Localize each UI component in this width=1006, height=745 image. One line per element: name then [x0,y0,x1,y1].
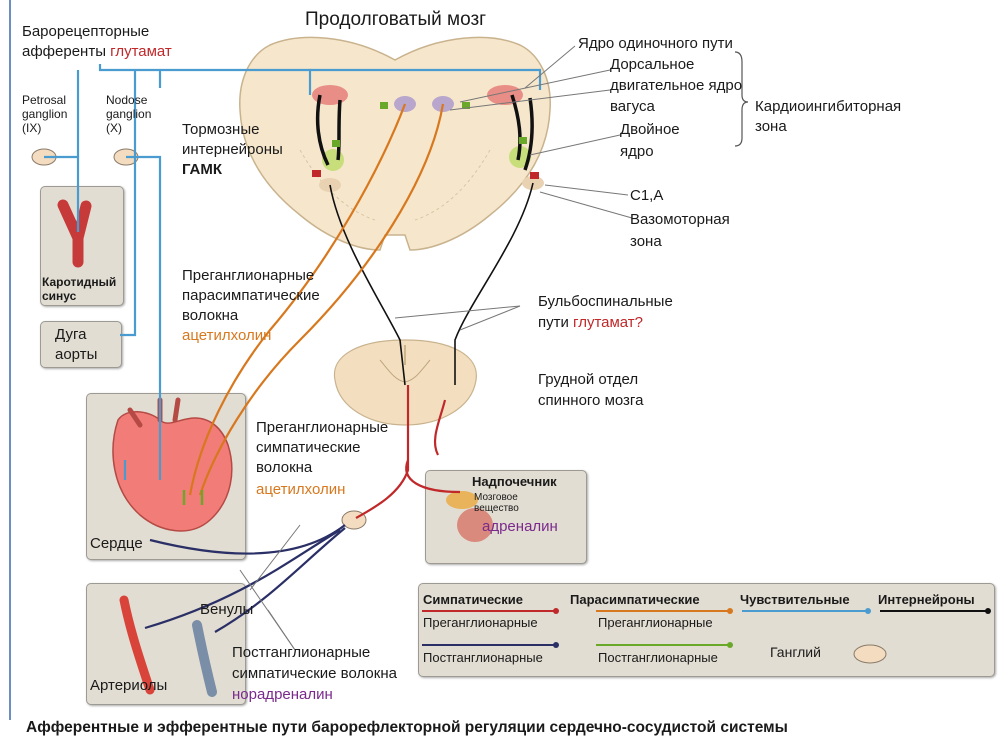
legend-interneurons: Интернейроны [878,592,975,607]
preg-symp-label-1: Преганглионарные [256,418,388,437]
nodose-label-2: ganglion [106,107,151,121]
dmv-label-3: вагуса [610,97,655,116]
glutamate-q-label: глутамат? [573,314,643,331]
ambiguus-label-2: ядро [620,142,654,161]
cardioinhib-label-2: зона [755,117,787,136]
preg-para-label-1: Преганглионарные [182,266,314,285]
nodose-label-3: (X) [106,121,122,135]
inhib-interneurons-label-1: Тормозные [182,120,259,139]
baroreceptor-afferents-label: Барорецепторные [22,22,149,41]
legend-ganglion: Ганглий [770,644,821,660]
postg-label-2: симпатические волокна [232,664,397,683]
ambiguus-label-1: Двойное [620,120,680,139]
legend-sympathetic: Симпатические [423,592,523,607]
afferents-label: афференты глутамат [22,42,172,61]
dmv-label-1: Дорсальное [610,55,694,74]
venules-label: Венулы [200,600,253,619]
preg-symp-label-3: волокна [256,458,312,477]
diagram-title: Продолговатый мозг [305,10,486,29]
petrosal-label-3: (IX) [22,121,41,135]
cardioinhib-label-1: Кардиоингибиторная [755,97,901,116]
afferents-text: афференты [22,43,106,60]
legend-parasympathetic: Парасимпатические [570,592,700,607]
adrenaline-label: адреналин [482,517,558,536]
gaba-label: ГАМК [182,160,222,179]
preg-para-label-3: волокна [182,306,238,325]
c1a-label: C1,A [630,186,663,205]
postg-label-1: Постганглионарные [232,643,370,662]
bulbospinal-paths-text: пути [538,314,569,331]
vasomotor-label-2: зона [630,232,662,251]
carotid-label-2: синус [42,289,76,303]
petrosal-label-2: ganglion [22,107,67,121]
carotid-illustration [63,205,86,262]
arterioles-label: Артериолы [90,676,167,695]
vasomotor-label-1: Вазомоторная [630,210,730,229]
inhib-interneurons-label-2: интернейроны [182,140,283,159]
dmv-label-2: двигательное ядро [610,76,742,95]
petrosal-label-1: Petrosal [22,93,66,107]
medulla-label-2: вещество [474,503,519,514]
carotid-label-1: Каротидный [42,275,116,289]
legend-sensory: Чувствительные [740,592,850,607]
legend-preg-para: Преганглионарные [598,615,713,630]
ach-label-2: ацетилхолин [256,480,345,499]
aortic-arch-label-2: аорты [55,345,97,364]
medulla-label-1: Мозговое [474,492,518,503]
legend-preg-symp: Преганглионарные [423,615,538,630]
preg-para-label-2: парасимпатические [182,286,320,305]
nts-label: Ядро одиночного пути [578,34,733,53]
adrenal-label: Надпочечник [472,475,557,489]
legend-post-symp: Постганглионарные [423,650,543,665]
figure-caption: Афферентные и эфферентные пути барорефле… [26,718,788,737]
nodose-label-1: Nodose [106,93,147,107]
ach-label-1: ацетилхолин [182,326,271,345]
legend-post-para: Постганглионарные [598,650,718,665]
noradrenaline-label: норадреналин [232,685,333,704]
thoracic-label-2: спинного мозга [538,391,643,410]
bulbospinal-label-1: Бульбоспинальные [538,292,673,311]
glutamate-label: глутамат [110,43,172,60]
bulbospinal-label-2: пути глутамат? [538,313,643,332]
preg-symp-label-2: симпатические [256,438,361,457]
aortic-arch-label-1: Дуга [55,325,86,344]
heart-label: Сердце [90,534,143,553]
thoracic-label-1: Грудной отдел [538,370,638,389]
